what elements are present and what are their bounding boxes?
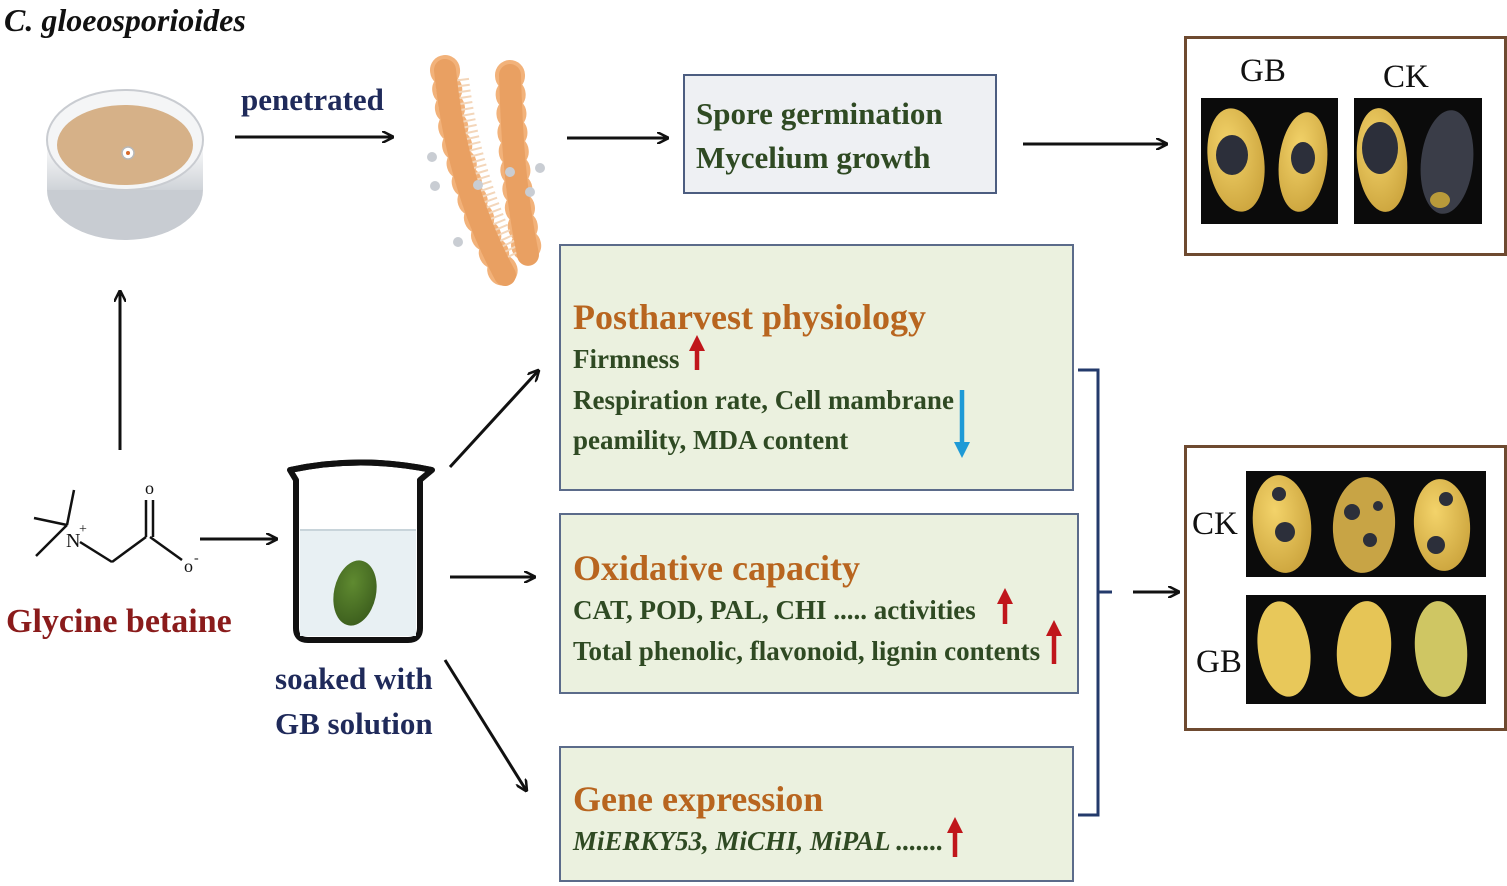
bottom-photo-frame: CK GB	[1184, 445, 1507, 731]
gene-line1: MiERKY53, MiCHI, MiPAL .......	[573, 826, 944, 856]
spore-line1: Spore germination	[696, 96, 943, 131]
soaked-label-line2: GB solution	[275, 706, 433, 741]
molecule-charge-plus: +	[79, 522, 87, 537]
postharvest-line2: Respiration rate, Cell mambrane	[573, 385, 954, 415]
bottom-photo-label-ck: CK	[1192, 506, 1238, 542]
arrow-to-postharvest	[448, 371, 538, 469]
molecule-atom-n: N	[66, 530, 81, 552]
molecule-atom-o-top: o	[145, 478, 154, 498]
postharvest-line1: Firmness	[573, 344, 680, 374]
panel-postharvest: Postharvest physiology Firmness Respirat…	[559, 244, 1074, 491]
figure-title: C. gloeosporioides	[4, 2, 246, 38]
top-photo-label-gb: GB	[1240, 53, 1286, 89]
grouping-bracket	[1078, 368, 1112, 817]
soaked-label-line1: soaked with	[275, 661, 433, 696]
top-photo-frame: GB CK	[1184, 36, 1507, 256]
gene-heading: Gene expression	[573, 779, 824, 819]
panel-gene: Gene expression MiERKY53, MiCHI, MiPAL .…	[559, 746, 1074, 882]
oxidative-line2: Total phenolic, flavonoid, lignin conten…	[573, 636, 1041, 666]
spore-box: Spore germination Mycelium growth	[683, 74, 997, 194]
lipid-membrane-icon	[427, 55, 545, 290]
postharvest-heading: Postharvest physiology	[573, 297, 927, 337]
petri-dish-icon	[46, 89, 204, 240]
oxidative-heading: Oxidative capacity	[573, 548, 860, 588]
beaker-icon	[287, 459, 435, 643]
spore-line2: Mycelium growth	[696, 140, 931, 175]
bottom-photo-label-gb: GB	[1196, 644, 1242, 680]
glycine-betaine-molecule-icon	[33, 489, 183, 564]
penetrated-label: penetrated	[241, 82, 384, 117]
molecule-atom-o-minus: o	[184, 556, 193, 576]
panel-oxidative: Oxidative capacity CAT, POD, PAL, CHI ..…	[559, 513, 1079, 694]
glycine-betaine-label: Glycine betaine	[6, 603, 232, 640]
oxidative-line1: CAT, POD, PAL, CHI ..... activities	[573, 595, 976, 625]
postharvest-line3: peamility, MDA content	[573, 425, 849, 455]
top-photo-label-ck: CK	[1383, 59, 1429, 95]
arrow-to-gene	[443, 659, 526, 790]
molecule-charge-minus: -	[194, 551, 199, 566]
bottom-fruit-photo	[1246, 471, 1486, 704]
top-fruit-photo	[1201, 98, 1482, 224]
